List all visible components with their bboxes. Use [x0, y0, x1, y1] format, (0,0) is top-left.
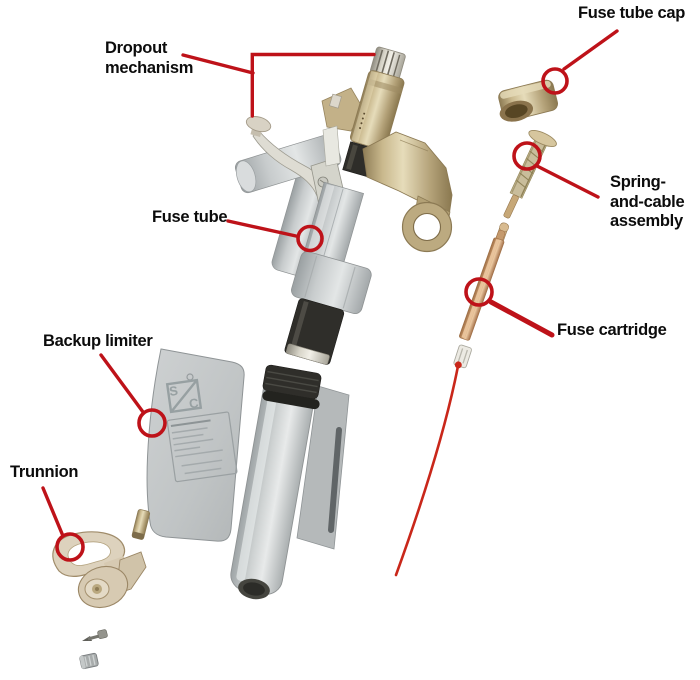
label-spring-and-cable-assembly: Spring- and-cable assembly: [610, 173, 685, 232]
trunnion-pin-sleeve: [79, 652, 99, 670]
limiter-contact-pin: [131, 509, 151, 540]
label-line: Dropout: [105, 39, 168, 57]
logo-letter-s: S: [168, 383, 179, 399]
thumb-latch: [245, 116, 272, 137]
cylinder-threaded-cap: [262, 364, 322, 400]
trunnion-screw: [82, 629, 108, 641]
upper-brass-ferrule: [350, 70, 405, 150]
lower-black-tube: [284, 298, 345, 365]
limiter-body: [146, 348, 245, 542]
callout-circle-backup-limiter: [137, 408, 167, 438]
label-line: Backup limiter: [43, 332, 153, 350]
label-line: mechanism: [105, 59, 194, 77]
fuse-tube-cap: [498, 79, 559, 122]
leader-dropout-diagonal: [181, 53, 255, 75]
leader-fuse-tube: [226, 219, 298, 238]
limiter-nameplate: [166, 411, 238, 483]
leader-dropout-mechanism: [250, 52, 376, 118]
label-line: Fuse tube cap: [578, 4, 686, 22]
backup-limiter: S C: [131, 348, 245, 542]
logo-letter-c: C: [188, 395, 200, 411]
limiter-holder-cylinder: [230, 364, 322, 600]
label-fuse-tube: Fuse tube: [152, 208, 228, 228]
hinge-body: [362, 131, 453, 253]
limiter-flange: [296, 385, 350, 550]
callout-circle-fuse-cartridge: [464, 277, 494, 307]
exhaust-cap: [370, 46, 406, 81]
label-line: Trunnion: [10, 463, 79, 481]
label-dropout-mechanism: Dropout mechanism: [105, 38, 193, 78]
leader-backup-limiter: [99, 353, 145, 414]
label-line: and-cable: [610, 192, 685, 211]
lower-collar: [291, 251, 372, 315]
leader-fuse-cartridge: [488, 299, 555, 338]
bracket-tab: [329, 93, 342, 109]
callout-circle-fuse-tube-cap: [541, 67, 569, 95]
cylinder-ring: [262, 390, 320, 410]
callouts: [41, 29, 619, 562]
leader-spring-and-cable: [535, 164, 600, 199]
label-line: Fuse tube: [152, 208, 228, 226]
label-line: Fuse cartridge: [557, 321, 667, 339]
label-trunnion: Trunnion: [10, 463, 78, 483]
callout-circle-trunnion: [55, 532, 85, 562]
cutout-assembly: [234, 46, 453, 365]
sc-logo: S C: [165, 378, 203, 414]
label-fuse-cartridge: Fuse cartridge: [557, 321, 667, 341]
trunnion: [52, 531, 147, 609]
leader-trunnion: [41, 486, 65, 538]
label-fuse-tube-cap: Fuse tube cap: [578, 4, 685, 24]
fuse-cable: [394, 364, 460, 577]
label-backup-limiter: Backup limiter: [43, 332, 153, 352]
label-line: assembly: [610, 212, 683, 230]
cable-clip: [453, 344, 472, 369]
callout-circle-spring-and-cable: [512, 141, 542, 171]
leader-fuse-tube-cap: [562, 29, 619, 71]
fuse-cartridge: [459, 229, 506, 341]
label-line: Spring-: [610, 173, 666, 191]
callout-circle-fuse-tube: [296, 224, 324, 253]
